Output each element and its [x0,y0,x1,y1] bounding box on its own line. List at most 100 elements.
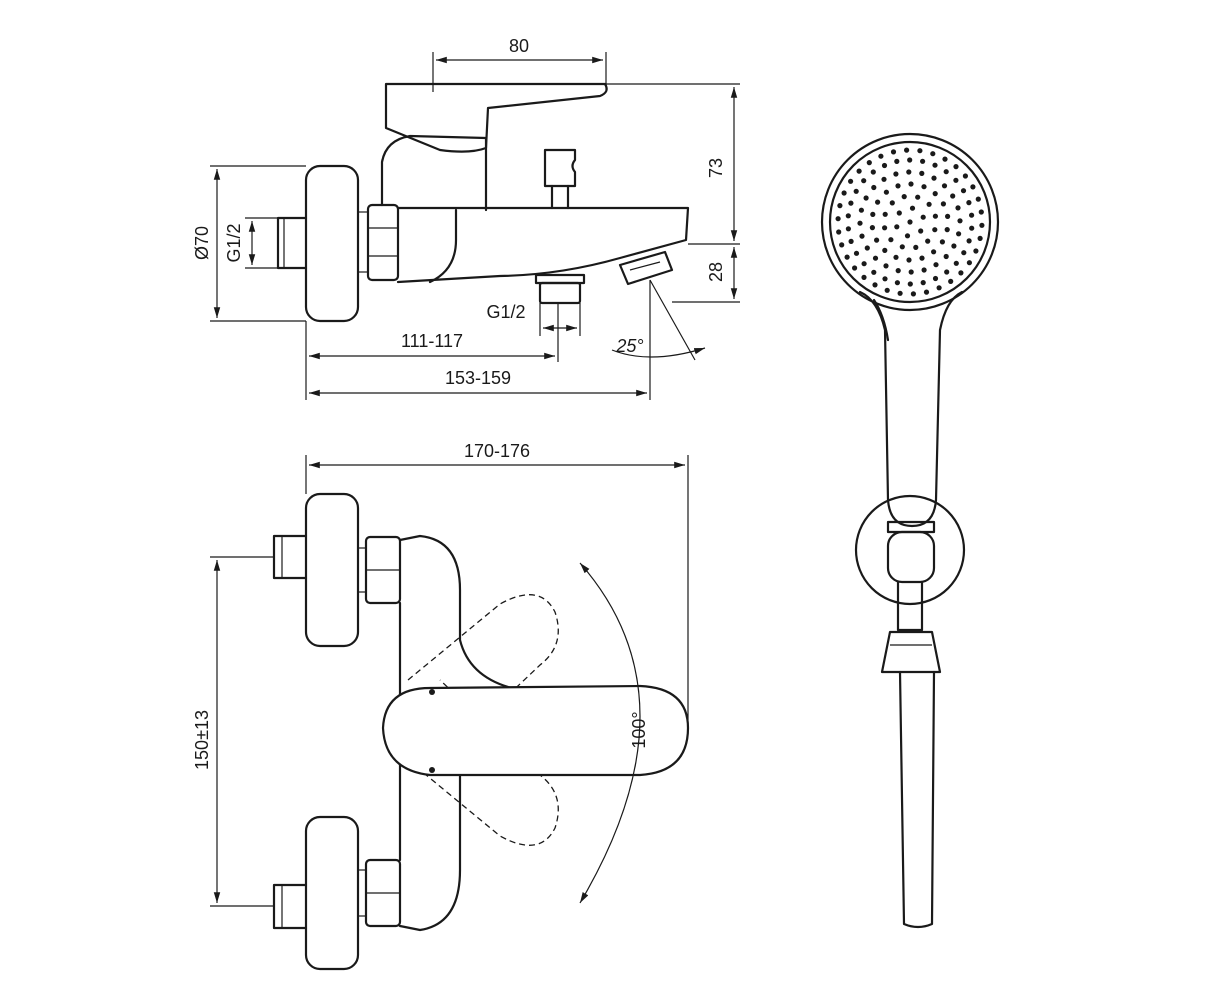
nozzle [861,261,867,267]
nozzle [875,199,881,205]
nozzle [942,156,948,162]
nozzle [907,219,913,225]
nozzle [869,225,876,231]
nozzle [906,169,912,175]
nozzle [859,233,865,239]
dim-28: 28 [706,262,726,282]
nozzle [839,242,845,248]
nozzle [848,178,854,184]
spout-curve [428,208,458,284]
nozzle [923,289,930,295]
hose [898,670,936,929]
nozzle [921,267,927,273]
nozzle [944,227,950,233]
hex-nut [366,203,400,282]
front-view-dimensions: 170-176 150±13 [192,441,689,907]
nozzle [932,213,939,219]
nozzle [908,181,914,187]
dim-g12-outlet: G1/2 [486,302,525,322]
nozzle [881,162,888,169]
nozzle [915,194,921,200]
nozzle [897,290,903,296]
wall-holder [854,494,966,606]
nozzle [890,149,897,155]
nozzle [956,231,962,237]
mixer-body [380,134,488,212]
nozzle [921,184,927,190]
nozzle [871,269,877,275]
nozzle [882,247,888,253]
nozzle [917,148,923,154]
nozzle [893,254,899,260]
nozzle [895,183,901,189]
nozzle [871,184,877,191]
lower-inlet-pipe [272,883,308,930]
nozzle [940,201,947,207]
nozzle [925,238,931,244]
nozzle [909,205,916,211]
nozzle [978,209,984,215]
front-body-top [398,534,652,702]
side-view [276,82,690,323]
nozzle [950,193,956,199]
nozzle [848,238,854,244]
nozzle [863,195,869,201]
nozzle [919,255,925,261]
front-view: 100° [272,492,690,971]
diverter-knob [543,148,577,188]
inlet-pipe [276,216,308,270]
nozzle [864,245,870,251]
lever-position-up [407,594,559,761]
nozzle [874,237,880,243]
nozzle [920,280,926,286]
nozzle [966,260,973,266]
aerator [618,250,674,286]
nozzle [926,201,932,207]
side-view-dimensions: 80 73 28 Ø70 G1/2 G1/2 111-117 153-159 [192,36,740,400]
nozzle [930,151,936,157]
dim-73: 73 [706,158,726,178]
nozzle [960,188,967,194]
nozzle [931,249,937,255]
nozzle [932,275,939,282]
nozzle [958,270,964,276]
nozzle [872,255,879,261]
nozzle [913,244,919,250]
upper-flange [304,492,360,648]
nozzle [973,248,979,254]
nozzle [907,281,913,287]
front-lever[interactable] [381,684,690,777]
dim-170-176: 170-176 [464,441,530,461]
nozzle [944,269,950,275]
nozzle [977,235,983,241]
nozzle [856,168,862,174]
nozzle [866,160,872,166]
nozzle [882,225,888,231]
nozzle [969,225,975,231]
nozzle [933,262,939,268]
nozzle [920,158,926,164]
nozzle [966,238,972,244]
nozzle [870,211,876,217]
nozzle [858,207,865,213]
nozzle [951,243,957,249]
lower-flange [304,815,360,971]
nozzle [881,176,887,182]
dim-150-13: 150±13 [192,710,212,770]
nozzle [906,257,912,263]
nozzle [848,200,854,206]
nozzle [894,280,901,286]
nozzle [904,233,911,239]
nozzle [918,228,924,234]
nozzle [970,184,976,190]
nozzle [975,196,981,202]
dim-153-159: 153-159 [445,368,511,388]
nozzle [861,274,867,280]
nozzle [953,260,959,266]
nozzle [893,171,899,177]
nozzle [939,239,946,245]
nozzle [896,210,902,216]
nozzle [953,177,959,183]
nozzle [957,218,963,224]
